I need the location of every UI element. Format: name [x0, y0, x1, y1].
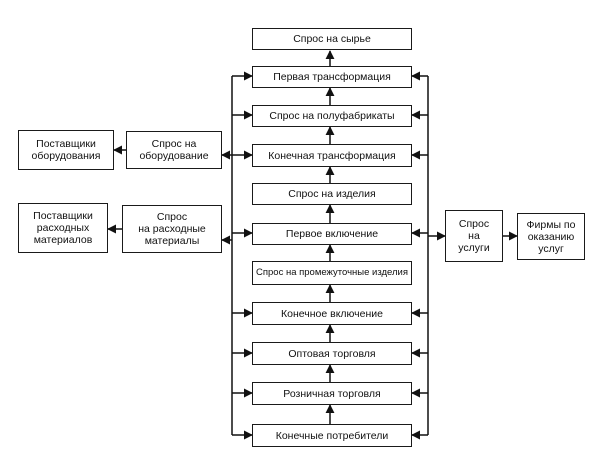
chain-box-first-transformation: Первая трансформация [252, 66, 412, 88]
bus-arrows [232, 71, 428, 440]
equipment-suppliers-box: Поставщики оборудования [18, 130, 114, 170]
chain-box-final-transformation: Конечная трансформация [252, 144, 412, 167]
chain-box-first-inclusion: Первое включение [252, 223, 412, 245]
services-demand-box: Спрос на услуги [445, 210, 503, 262]
materials-suppliers-box: Поставщики расходных материалов [18, 203, 108, 253]
service-firms-box: Фирмы по оказанию услуг [517, 213, 585, 260]
chain-box-final-inclusion: Конечное включение [252, 302, 412, 325]
chain-box-products-demand: Спрос на изделия [252, 183, 412, 205]
chain-box-wholesale: Оптовая торговля [252, 342, 412, 365]
chain-box-intermediate-demand: Спрос на промежуточные изделия [252, 261, 412, 285]
chain-box-semi-finished-demand: Спрос на полуфабрикаты [252, 105, 412, 127]
materials-demand-box: Спрос на расходные материалы [122, 205, 222, 253]
chain-box-raw-demand: Спрос на сырье [252, 28, 412, 50]
left-branch-arrows [107, 145, 232, 245]
equipment-demand-box: Спрос на оборудование [126, 131, 222, 169]
chain-box-retail: Розничная торговля [252, 382, 412, 405]
chain-box-end-consumers: Конечные потребители [252, 424, 412, 447]
